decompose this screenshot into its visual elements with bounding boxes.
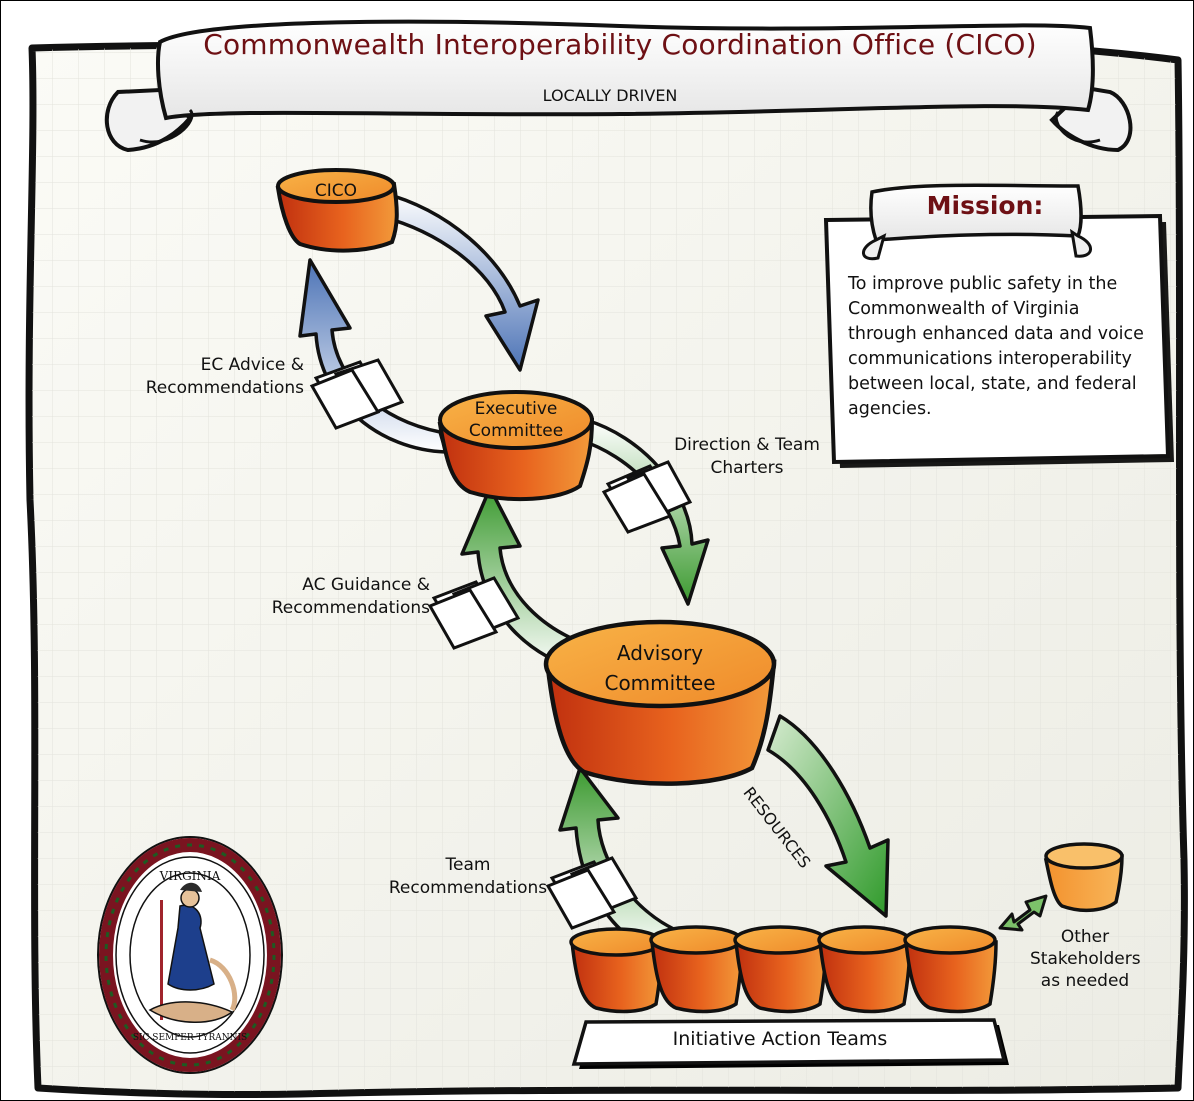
cup-executive (437, 390, 595, 502)
mission-text: To improve public safety in the Commonwe… (848, 274, 1144, 419)
label-team-recommendations: Team Recommendations (388, 855, 548, 898)
label-direction: Direction & Team Charters (674, 435, 820, 478)
mission-heading: Mission: (926, 191, 1044, 220)
arrow-resources (766, 714, 890, 918)
cup-advisory (543, 619, 777, 786)
node-teams: Initiative Action Teams (672, 1028, 888, 1050)
arrow-cico-to-executive (370, 190, 540, 372)
document-icon (309, 358, 693, 930)
arrow-executive-to-advisory (578, 418, 710, 606)
teams-banner (571, 1018, 1009, 1069)
virginia-seal (97, 836, 283, 1074)
label-ac-guidance: AC Guidance & Recommendations (271, 575, 430, 618)
page-subtitle: LOCALLY DRIVEN (542, 86, 678, 105)
mission-box (823, 183, 1174, 468)
node-executive: Executive Committee (468, 399, 564, 441)
node-cico: CICO (314, 181, 358, 201)
cup-cico (275, 168, 399, 253)
page-title: Commonwealth Interoperability Coordinati… (203, 28, 1037, 61)
arrow-stakeholders (998, 894, 1048, 932)
seal-top-text: VIRGINIA (159, 869, 221, 883)
cups-action-teams (569, 925, 998, 1014)
cup-stakeholders (1043, 842, 1124, 913)
arrow-advisory-to-executive (460, 486, 598, 674)
node-other-stakeholders: Other Stakeholders as needed (1030, 927, 1141, 991)
label-ec-advice: EC Advice & Recommendations (145, 355, 304, 398)
seal-bottom-text: SIC SEMPER TYRANNIS (133, 1033, 247, 1043)
node-advisory: Advisory Committee (604, 641, 716, 695)
title-banner (104, 19, 1133, 153)
